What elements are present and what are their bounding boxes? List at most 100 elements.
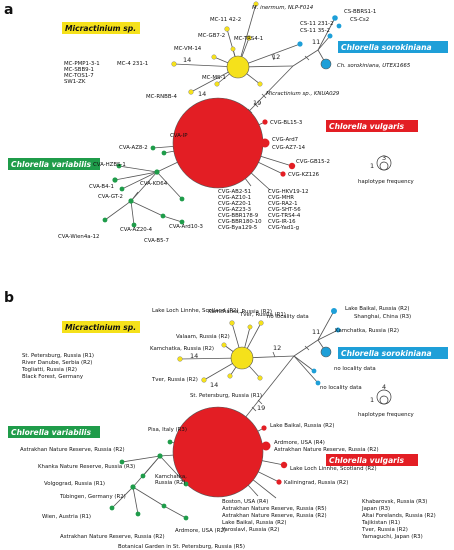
label: MC-VM-14: [174, 46, 202, 52]
label: Astrakhan Nature Reserve, Russia (R2): [222, 513, 327, 519]
label: Astrakhan Nature Reserve, Russia (R2): [60, 534, 165, 540]
label: CVA-AZ8-2: [119, 145, 148, 151]
label: Kamchatka, Russia (R2): [150, 346, 214, 352]
label: Astrakhan Nature Reserve, Russia (R2): [274, 447, 379, 453]
label: Shanghai, China (R3): [354, 314, 411, 320]
label: Kamchatka, Russia (R2): [335, 328, 399, 334]
group-label-sorokiniana-a: Chlorella sorokiniana: [341, 43, 432, 52]
label: CVG-RA2-1: [268, 201, 298, 207]
label: Togliatti, Russia (R2): [21, 367, 77, 373]
label: Wien, Austria (R1): [42, 514, 91, 520]
group-box-vulgaris-a: [326, 120, 418, 132]
label: Japan (R3): [361, 506, 390, 512]
label: Khanka Nature Reserve, Russia (R3): [38, 464, 135, 470]
label: CVA-KD64: [140, 181, 168, 187]
mutation-count: 14: [198, 90, 206, 98]
label: Lake Baikal, Russia (R2): [222, 520, 286, 526]
group-box-micractinium-a: [62, 22, 140, 34]
label: Tver, Russia (R2): [151, 377, 198, 383]
mutation-count: 11: [312, 328, 320, 336]
legend-a: 3 1 haplotype frequency: [358, 154, 415, 185]
label: no locality data: [320, 385, 362, 391]
label: Astrakhan Nature Reserve, Russia (R2): [20, 447, 125, 453]
group-box-sorokiniana-b: [338, 347, 448, 359]
label: MC-TOS1-7: [64, 73, 94, 79]
mutation-count: 14: [190, 352, 198, 360]
mutation-count: 12: [272, 53, 280, 61]
group-label-micractinium-a: Micractinium sp.: [65, 24, 136, 33]
label: CS-Cs2: [350, 17, 369, 23]
label: Micractinium sp., KNUA029: [266, 91, 340, 97]
label: CVG-AB2-51: [218, 189, 251, 195]
label: CVG-AZ20-1: [218, 201, 251, 207]
label: SW1-ZK: [64, 79, 86, 85]
mutation-count: 12: [273, 344, 281, 352]
group-box-sorokiniana-a: [338, 41, 448, 53]
group-box-variabilis-b: [8, 426, 100, 438]
label: Ardmore, USA (R2): [175, 528, 226, 534]
group-label-variabilis-b: Chlorella variabilis: [11, 428, 91, 437]
label: CVG-TRS4-4: [268, 213, 301, 219]
label: CVG-KZ126: [288, 172, 320, 178]
label: CVG-AZ10-1: [218, 195, 251, 201]
panel-b: b: [4, 290, 448, 550]
label: CVG-Bya129-5: [218, 225, 257, 231]
label: Ch. sorokiniana, UTEX1665: [337, 63, 411, 69]
label: no locality data: [267, 314, 309, 320]
label: CVA-Wien4a-12: [58, 234, 99, 240]
label: MC-11 42-2: [210, 17, 241, 23]
label: CS-11 35-2: [300, 28, 330, 34]
label: St. Petersburg, Russia (R1): [22, 353, 94, 359]
label: MC-TRS4-1: [234, 36, 263, 42]
label: Tver, Russia (R2): [361, 527, 408, 533]
label: CS-BBRS1-1: [344, 9, 376, 15]
label: CVA-HZBS-1: [93, 162, 126, 168]
label: Lake Baikal, Russia (R2): [270, 423, 334, 429]
group-label-vulgaris-a: Chlorella vulgaris: [329, 122, 405, 131]
group-box-variabilis-a: [8, 158, 100, 170]
label: CVG-MHR: [268, 195, 294, 201]
label: MC-PMP1-3-1: [64, 61, 100, 67]
label: CVG-IR-16: [268, 219, 296, 225]
label: Boston, USA (R4): [222, 499, 268, 505]
label: CVG-AZ7-14: [272, 145, 306, 151]
legend-value: 1: [370, 396, 374, 404]
panel-b-letter: b: [4, 290, 14, 306]
label: Yamaguchi, Japan (R3): [361, 534, 423, 540]
mutation-count: 14: [210, 381, 218, 389]
group-box-vulgaris-b: [326, 454, 418, 466]
label: Lake Baikal, Russia (R2): [345, 306, 409, 312]
mutation-count: 11: [312, 38, 320, 46]
label: MC-GB7-2: [198, 33, 225, 39]
label: St. Petersburg, Russia (R1): [190, 393, 262, 399]
label: CVA-AZ20-4: [120, 227, 153, 233]
label: M. inermum, NLP-F014: [252, 5, 314, 11]
label: MC-MS-1: [202, 75, 226, 81]
legend-value: 4: [382, 383, 386, 391]
panel-a-letter: a: [4, 2, 13, 18]
label: Lake Loch Linnhe, Scotland (R2): [152, 308, 239, 314]
label: Altai Forelands, Russia (R2): [362, 513, 436, 519]
label: Black Forest, Germany: [22, 374, 84, 380]
label: Ardmore, USA (R4): [274, 440, 325, 446]
label: CVG-BBR178-9: [218, 213, 259, 219]
label: CVG-GB15-2: [296, 159, 330, 165]
label: River Danube, Serbia (R2): [22, 360, 92, 366]
label: Yaroslavl, Russia (R2): [221, 527, 279, 533]
label: CVA-B4-1: [89, 184, 114, 190]
group-label-sorokiniana-b: Chlorella sorokiniana: [341, 349, 432, 358]
group-label-micractinium-b: Micractinium sp.: [65, 323, 136, 332]
label: CVG-HKV19-12: [268, 189, 309, 195]
label: MC-SBB9-1: [64, 67, 94, 73]
legend-value: 1: [370, 162, 374, 170]
group-label-vulgaris-b: Chlorella vulgaris: [329, 456, 405, 465]
label: CVA-Ard10-3: [169, 224, 203, 230]
label: CVG-SHT-56: [268, 207, 301, 213]
label: CVG-Yad1-g: [268, 225, 299, 231]
label: CVA-GT-2: [98, 194, 123, 200]
legend-title: haplotype frequency: [358, 412, 415, 418]
label: Astrakhan Nature Reserve, Russia (R5): [222, 506, 327, 512]
label: Volgograd, Russia (R1): [44, 481, 105, 487]
label: Khabarovsk, Russia (R3): [362, 499, 427, 505]
